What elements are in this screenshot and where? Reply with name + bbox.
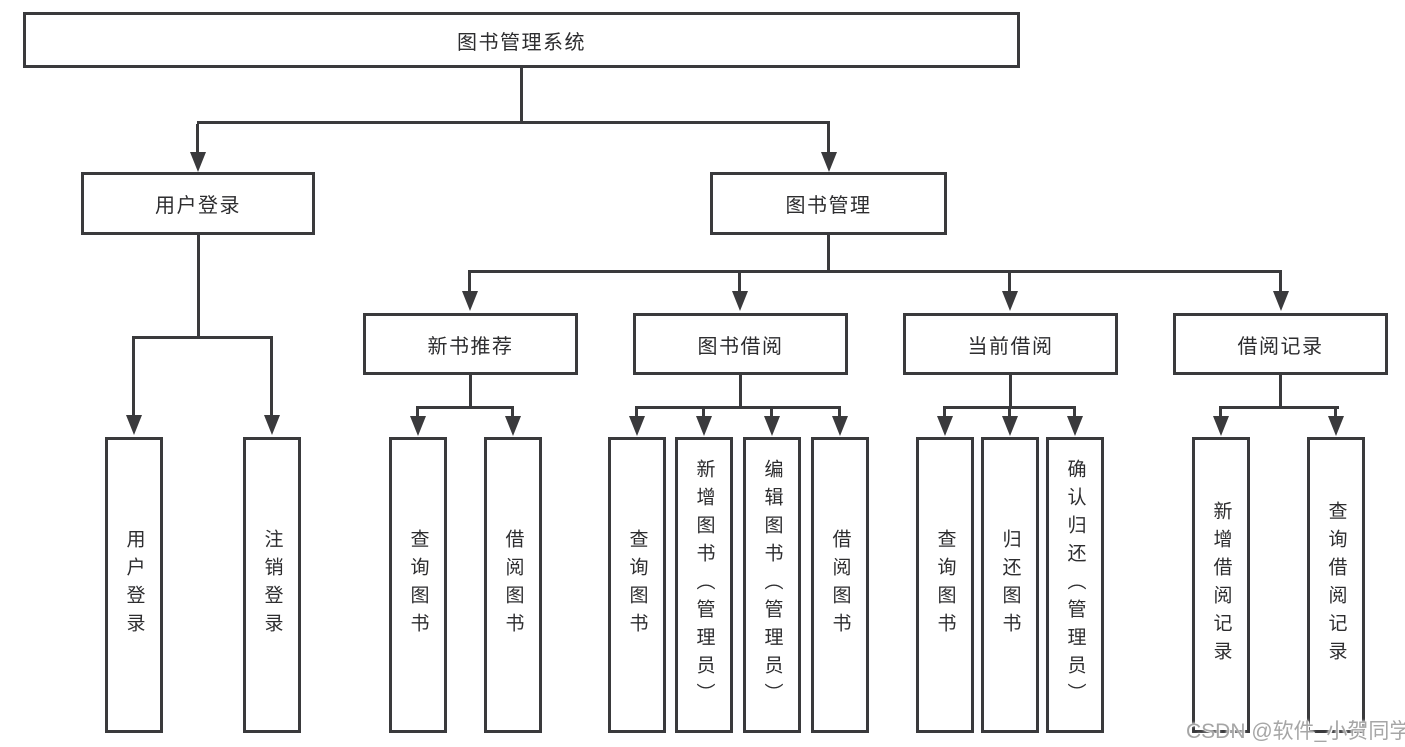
leaf-add-book-admin: 新增图书（管理员） [675,437,733,733]
connector-arrow-shaft [1334,409,1337,418]
arrow-down-icon [1002,416,1018,436]
node-label: 查询借阅记录 [1325,501,1347,669]
node-label: 新增借阅记录 [1210,501,1232,669]
connector-stem-borrowing-records [1279,375,1282,409]
node-label: 新书推荐 [427,335,514,358]
leaf-borrow-books-2: 借阅图书 [811,437,869,733]
connector-arrow-shaft [1073,409,1076,418]
connector-arrow-shaft [770,409,773,418]
node-label: 注销登录 [261,529,283,641]
arrow-down-icon [410,416,426,436]
connector-arrow-shaft [196,124,199,154]
arrow-down-icon [732,291,748,311]
connector-stem-current-borrowing [1009,375,1012,409]
node-user-login: 用户登录 [81,172,315,235]
node-book-borrowing: 图书借阅 [633,313,848,375]
connector-stem-root [520,68,523,124]
arrow-down-icon [505,416,521,436]
connector-arrow-shaft [270,339,273,417]
arrow-down-icon [126,415,142,435]
node-label: 归还图书 [999,529,1021,641]
node-label: 图书管理 [785,195,872,217]
leaf-confirm-return-admin: 确认归还（管理员） [1046,437,1104,733]
connector-arrow-shaft [1219,409,1222,418]
node-label: 用户登录 [123,529,145,641]
arrow-down-icon [1213,416,1229,436]
arrow-down-icon [264,415,280,435]
leaf-query-books-3: 查询图书 [916,437,974,733]
arrow-down-icon [821,152,837,172]
arrow-down-icon [696,416,712,436]
connector-arrow-shaft [1279,273,1282,293]
arrow-down-icon [1067,416,1083,436]
leaf-edit-book-admin: 编辑图书（管理员） [743,437,801,733]
connector-branch-borrowing-records [1219,406,1339,409]
node-book-management: 图书管理 [710,172,947,235]
arrow-down-icon [190,152,206,172]
connector-arrow-shaft [1008,273,1011,293]
node-label: 用户登录 [155,195,241,217]
connector-branch-user-login [132,336,273,339]
connector-stem-book-borrowing [739,375,742,409]
leaf-query-books-1: 查询图书 [389,437,447,733]
arrow-down-icon [1328,416,1344,436]
node-borrowing-records: 借阅记录 [1173,313,1388,375]
connector-stem-user-login [197,235,200,339]
arrow-down-icon [832,416,848,436]
leaf-borrow-books-1: 借阅图书 [484,437,542,733]
node-label: 编辑图书（管理员） [761,459,783,711]
node-label: 图书管理系统 [457,31,586,54]
connector-arrow-shaft [827,124,830,154]
connector-stem-new-book-recommend [469,375,472,409]
leaf-logout-login: 注销登录 [243,437,301,733]
connector-arrow-shaft [511,409,514,418]
node-label: 查询图书 [934,529,956,641]
node-label: 借阅图书 [829,529,851,641]
node-library-management-system: 图书管理系统 [23,12,1020,68]
arrow-down-icon [937,416,953,436]
connector-branch-current-borrowing [943,406,1076,409]
connector-arrow-shaft [468,273,471,293]
connector-arrow-shaft [635,409,638,418]
connector-arrow-shaft [838,409,841,418]
connector-branch-level1 [197,121,830,124]
connector-branch-new-book-recommend [416,406,514,409]
arrow-down-icon [1002,291,1018,311]
connector-branch-book-borrowing [635,406,841,409]
arrow-down-icon [1273,291,1289,311]
node-label: 借阅图书 [502,529,524,641]
node-label: 新增图书（管理员） [693,459,715,711]
leaf-add-borrow-record: 新增借阅记录 [1192,437,1250,733]
node-label: 借阅记录 [1237,335,1324,358]
leaf-query-books-2: 查询图书 [608,437,666,733]
node-label: 图书借阅 [697,335,784,358]
connector-arrow-shaft [1008,409,1011,418]
csdn-watermark: CSDN @软件_小贺同学 [1186,720,1405,743]
leaf-return-book: 归还图书 [981,437,1039,733]
connector-arrow-shaft [738,273,741,293]
connector-arrow-shaft [702,409,705,418]
node-new-book-recommend: 新书推荐 [363,313,578,375]
leaf-query-borrow-record: 查询借阅记录 [1307,437,1365,733]
node-label: 确认归还（管理员） [1064,459,1086,711]
connector-arrow-shaft [132,339,135,417]
node-current-borrowing: 当前借阅 [903,313,1118,375]
arrow-down-icon [764,416,780,436]
node-label: 查询图书 [407,529,429,641]
node-label: 当前借阅 [967,335,1054,358]
arrow-down-icon [629,416,645,436]
node-label: 查询图书 [626,529,648,641]
connector-arrow-shaft [416,409,419,418]
connector-stem-book-management [827,235,830,273]
connector-branch-book-management [468,270,1282,273]
leaf-user-login: 用户登录 [105,437,163,733]
arrow-down-icon [462,291,478,311]
connector-arrow-shaft [943,409,946,418]
